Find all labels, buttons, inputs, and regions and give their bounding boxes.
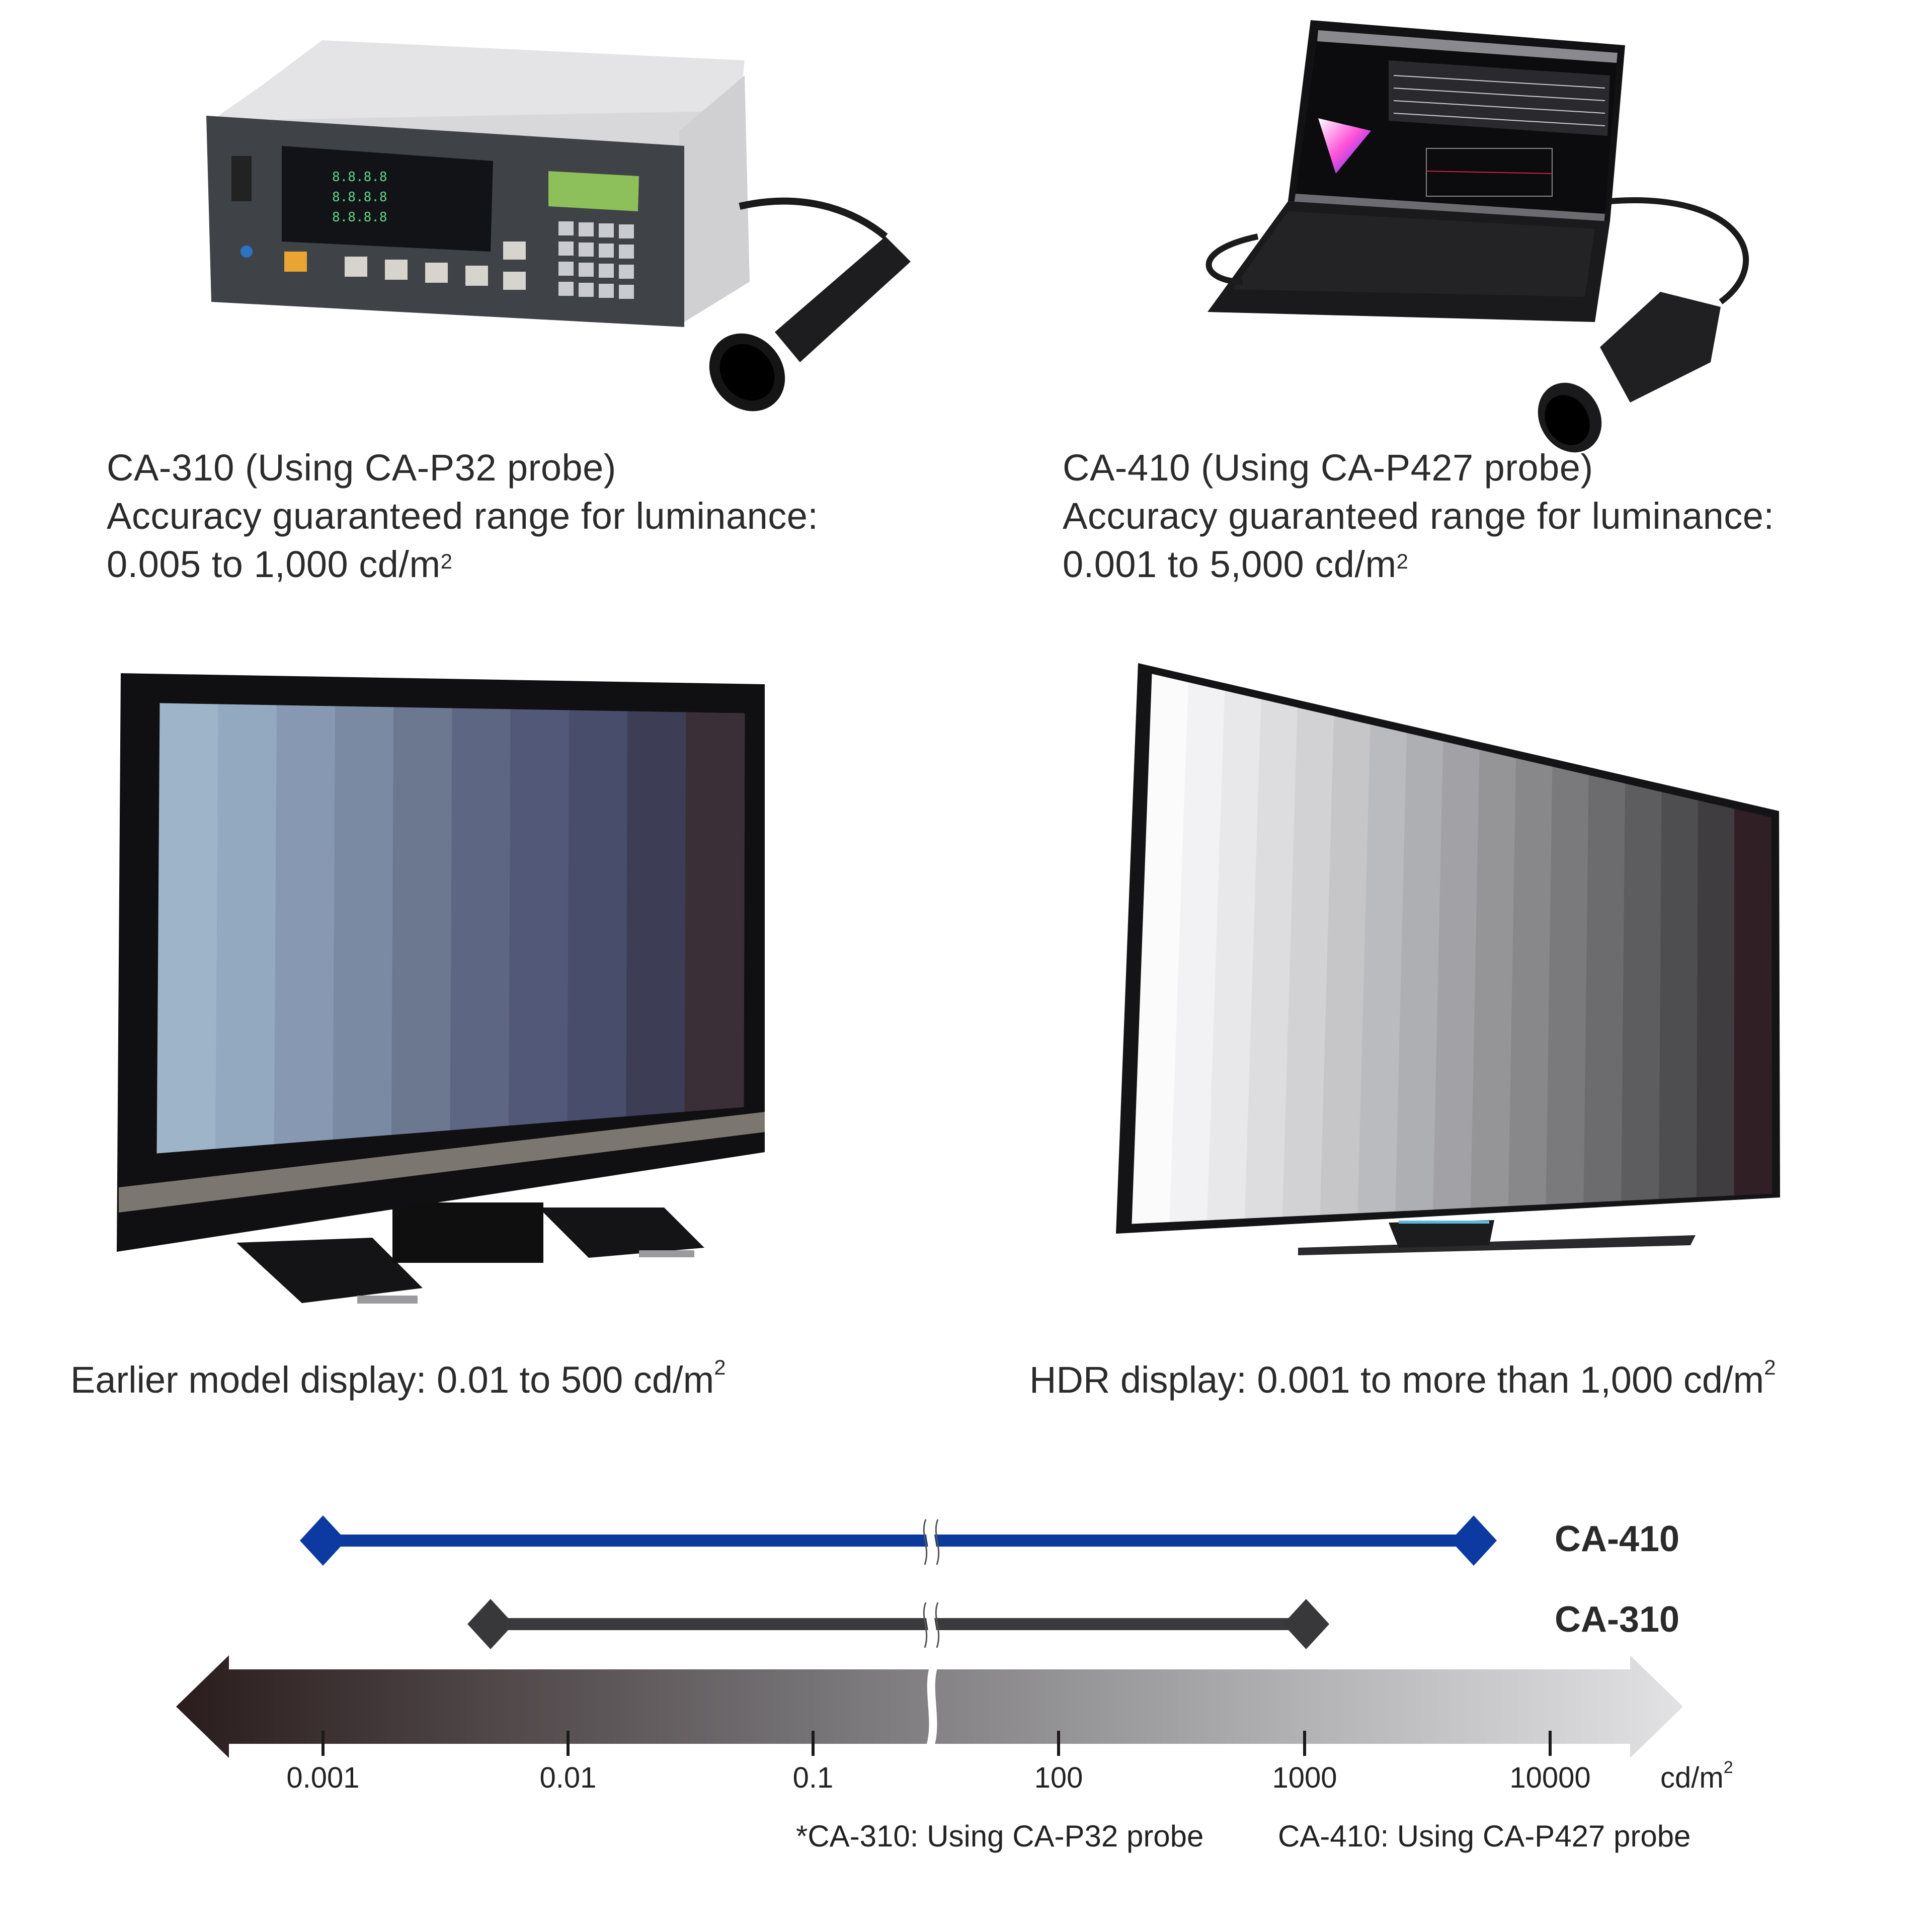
hdr-display-screen: [1132, 674, 1773, 1224]
ca310-series-label: CA-310: [1555, 1599, 1680, 1640]
tick-label: 0.01: [539, 1761, 597, 1794]
ca410-range-value: 0.001 to 5,000 cd/m2: [1063, 543, 1409, 585]
ca410-series-label: CA-410: [1555, 1519, 1680, 1559]
footnote-ca310: *CA-310: Using CA-P32 probe: [796, 1819, 1204, 1853]
ca310-caption: CA-310 (Using CA-P32 probe) Accuracy gua…: [107, 444, 818, 589]
ca310-range-value: 0.005 to 1,000 cd/m2: [107, 543, 453, 585]
svg-text:8.8.8.8: 8.8.8.8: [332, 210, 387, 225]
luminance-axis-bar: [176, 1655, 1683, 1758]
ca310-range-label: Accuracy guaranteed range for luminance:: [107, 495, 819, 537]
svg-text:8.8.8.8: 8.8.8.8: [332, 170, 387, 185]
axis-break-icon: [925, 1518, 939, 1752]
ca310-range-bar: [467, 1599, 1329, 1649]
footnote-ca410: CA-410: Using CA-P427 probe: [1278, 1819, 1691, 1853]
tick-label: 0.1: [792, 1761, 834, 1794]
tick-label: 100: [1034, 1761, 1083, 1794]
ca410-name: CA-410 (Using CA-P427 probe): [1063, 447, 1593, 489]
tick-label: 10000: [1509, 1761, 1591, 1794]
ca410-caption: CA-410 (Using CA-P427 probe) Accuracy gu…: [1063, 444, 1774, 589]
svg-text:8.8.8.8: 8.8.8.8: [332, 190, 387, 205]
ca310-name: CA-310 (Using CA-P32 probe): [107, 447, 616, 489]
earlier-display-caption: Earlier model display: 0.01 to 500 cd/m2: [70, 1355, 726, 1401]
tick-label: 0.001: [286, 1761, 360, 1794]
hdr-display-caption: HDR display: 0.001 to more than 1,000 cd…: [1029, 1355, 1776, 1401]
ca410-range-label: Accuracy guaranteed range for luminance:: [1063, 495, 1775, 537]
tick-label: 1000: [1272, 1761, 1337, 1794]
ca410-range-bar: [300, 1515, 1497, 1566]
earlier-display-screen: [156, 703, 745, 1154]
axis-ticks: [321, 1731, 1552, 1756]
axis-unit-label: cd/m2: [1660, 1758, 1733, 1794]
